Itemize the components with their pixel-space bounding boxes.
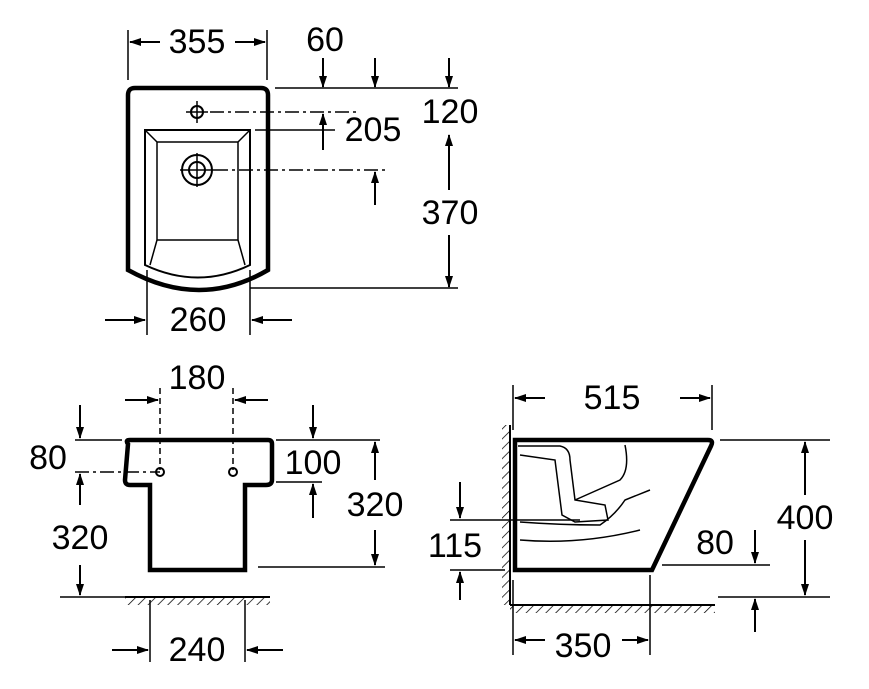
bidet-outline-top bbox=[125, 85, 271, 293]
dim-240: 240 bbox=[169, 631, 226, 669]
dim-115: 115 bbox=[428, 527, 482, 565]
dim-400: 400 bbox=[777, 499, 834, 537]
top-view: 355 60 120 205 370 260 bbox=[105, 21, 478, 339]
floor-hatch-side bbox=[510, 605, 715, 613]
dim-350: 350 bbox=[555, 627, 612, 665]
dim-180: 180 bbox=[169, 359, 226, 397]
floor-hatch bbox=[125, 597, 270, 605]
dim-205: 205 bbox=[345, 111, 402, 149]
dim-80-front: 80 bbox=[29, 439, 67, 477]
dim-100: 100 bbox=[285, 444, 342, 482]
dim-355: 355 bbox=[169, 23, 226, 61]
bidet-outline-side bbox=[512, 437, 715, 573]
basin-outline bbox=[144, 129, 251, 279]
dim-260: 260 bbox=[170, 301, 227, 339]
basin-inner bbox=[144, 129, 251, 266]
bidet-outline-front bbox=[122, 437, 275, 573]
front-view: 180 80 320 100 320 240 bbox=[29, 359, 403, 669]
side-view: 515 400 80 115 350 bbox=[428, 379, 833, 665]
dim-120: 120 bbox=[422, 93, 479, 131]
dim-60: 60 bbox=[306, 21, 344, 59]
dim-80-side: 80 bbox=[696, 524, 734, 562]
dim-320-left: 320 bbox=[52, 519, 109, 557]
dim-370: 370 bbox=[422, 194, 479, 232]
dim-515: 515 bbox=[584, 379, 641, 417]
wall-hatch bbox=[502, 425, 510, 605]
dim-320-right: 320 bbox=[347, 486, 404, 524]
